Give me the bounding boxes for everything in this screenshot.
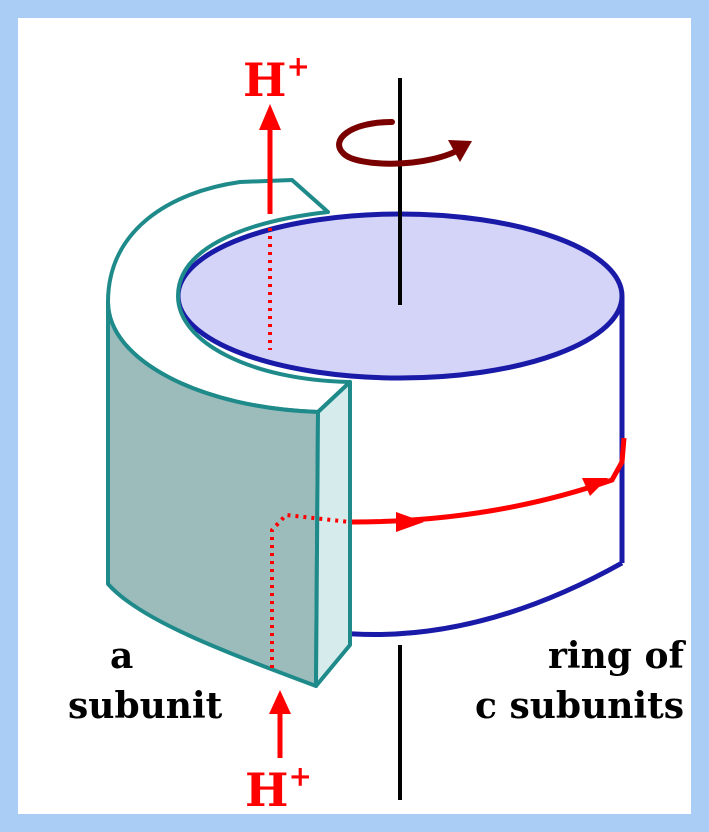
rotation-arrowhead-icon [448, 140, 472, 162]
c-ring-label-line1: ring of [548, 635, 687, 677]
c-ring-bottom-edge [329, 560, 624, 638]
proton-ring-arrowhead-1-icon [396, 512, 424, 532]
proton-bottom-label: H+ [245, 760, 312, 817]
proton-ring-arrowhead-2-icon [582, 478, 608, 496]
a-subunit-label-line1: a [110, 635, 133, 677]
proton-exit-arrowhead-icon [259, 104, 281, 130]
proton-ring-path [351, 437, 627, 525]
c-ring-label-line2: c subunits [475, 685, 684, 727]
proton-entry-arrowhead-icon [269, 690, 291, 714]
rotation-arrow-icon [336, 119, 465, 167]
proton-top-label: H+ [243, 50, 310, 107]
a-subunit-label-line2: subunit [68, 685, 223, 727]
a-subunit-end-face [314, 380, 352, 688]
